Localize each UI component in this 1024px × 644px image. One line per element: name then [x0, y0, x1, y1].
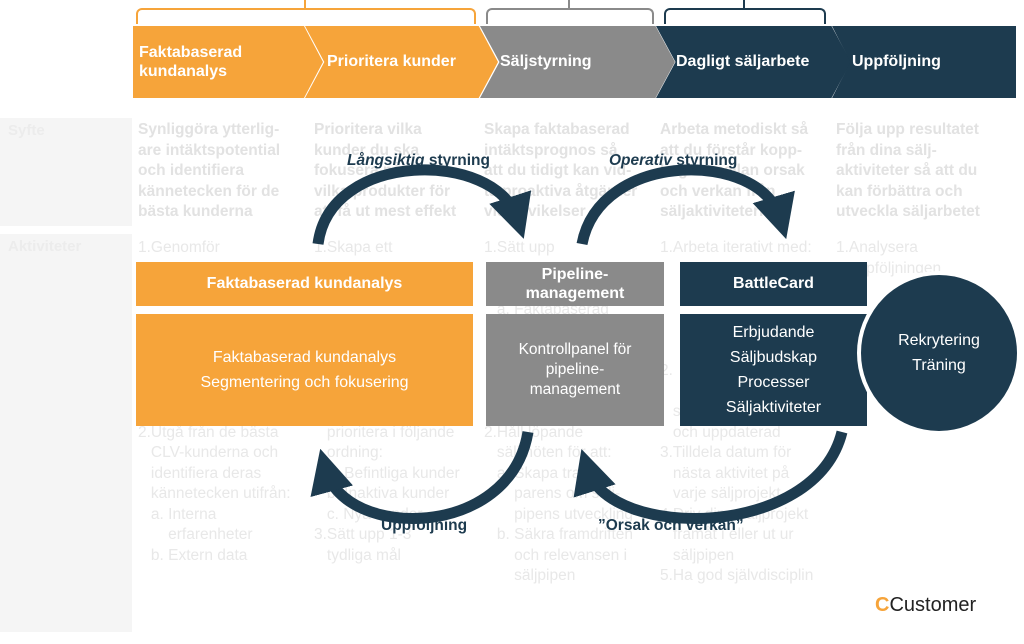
kundanalys-title-box: Faktabaserad kundanalys [136, 262, 473, 306]
arrow-langsiktig [312, 164, 532, 245]
battlecard-title: BattleCard [733, 275, 814, 293]
row-label-aktiviteter-text: Aktiviteter [8, 238, 82, 255]
row-label-syfte-text: Syfte [8, 122, 45, 139]
pipeline-title-box: Pipeline- management [486, 262, 664, 306]
circle-line-1: Rekrytering [898, 332, 980, 349]
kundanalys-line-1: Faktabaserad kundanalys [212, 349, 397, 366]
phase-chevron-saljstyrning: Säljstyrning [480, 26, 675, 98]
langsiktig-word: Långsiktig [347, 152, 425, 169]
battlecard-line-2: Säljbudskap [729, 349, 818, 366]
pipeline-body-box: Kontrollpanel för pipeline- management [486, 314, 664, 426]
logo-text: Customer [889, 594, 977, 616]
phase-label: Prioritera kunder [327, 53, 456, 71]
phase-chevron-prioritera: Prioritera kunder [305, 26, 498, 98]
phase-chevron-kundanalys: Faktabaserad kundanalys [133, 26, 323, 98]
syfte-text-col5: Följa upp resultatet från dina sälj- akt… [836, 121, 980, 220]
arrow-orsak [573, 430, 848, 525]
phase-chevron-dagligt: Dagligt säljarbete [656, 26, 851, 98]
battlecard-body-box: Erbjudande Säljbudskap Processer Säljakt… [680, 314, 867, 426]
kundanalys-title: Faktabaserad kundanalys [206, 275, 403, 293]
battlecard-line-1: Erbjudande [732, 324, 815, 341]
syfte-text-col3: Skapa faktabaserad intäktsprognos så att… [484, 121, 638, 220]
operativ-rest: styrning [671, 152, 738, 169]
phase-label: Säljstyrning [500, 53, 592, 71]
battlecard-title-box: BattleCard [680, 262, 867, 306]
arrow-operativ [576, 164, 795, 246]
row-label-syfte: Syfte [0, 118, 132, 226]
rekrytering-circle: Rekrytering Träning [857, 271, 1021, 435]
phase-label: Uppföljning [852, 53, 941, 71]
row-label-aktiviteter: Aktiviteter [0, 234, 132, 632]
phase-chevron-uppfoljning: Uppföljning [832, 26, 1016, 98]
orsak-och-verkan-label: ”Orsak och verkan” [598, 517, 744, 534]
langsiktig-styrning-label: Långsiktig styrning [347, 152, 490, 170]
phase-bracket-navy [664, 0, 826, 24]
arrow-uppfoljning [310, 430, 534, 524]
phase-label: Dagligt säljarbete [676, 53, 810, 71]
aktivitet-text-col5: 1.Analysera uppföljningen [836, 239, 942, 277]
phase-bracket-gray [486, 0, 654, 24]
battlecard-line-3: Processer [737, 374, 810, 391]
pipeline-body: Kontrollpanel för pipeline- management [518, 341, 632, 398]
ccustomer-logo: CCustomer [875, 594, 976, 617]
pipeline-title: Pipeline- management [525, 265, 625, 302]
phase-label: Faktabaserad kundanalys [139, 43, 243, 80]
battlecard-line-4: Säljaktiviteter [725, 399, 822, 416]
phase-bracket-orange [136, 0, 476, 24]
kundanalys-body-box: Faktabaserad kundanalys Segmentering och… [136, 314, 473, 426]
kundanalys-line-2: Segmentering och fokusering [200, 374, 409, 391]
syfte-text-col1: Synliggöra ytterlig- are intäktspotentia… [138, 121, 281, 220]
uppfoljning-label: Uppföljning [381, 517, 468, 534]
operativ-word: Operativ [609, 152, 672, 169]
operativ-styrning-label: Operativ styrning [609, 152, 737, 170]
langsiktig-rest: styrning [424, 152, 490, 169]
logo-c: C [875, 594, 890, 616]
circle-line-2: Träning [912, 357, 966, 374]
